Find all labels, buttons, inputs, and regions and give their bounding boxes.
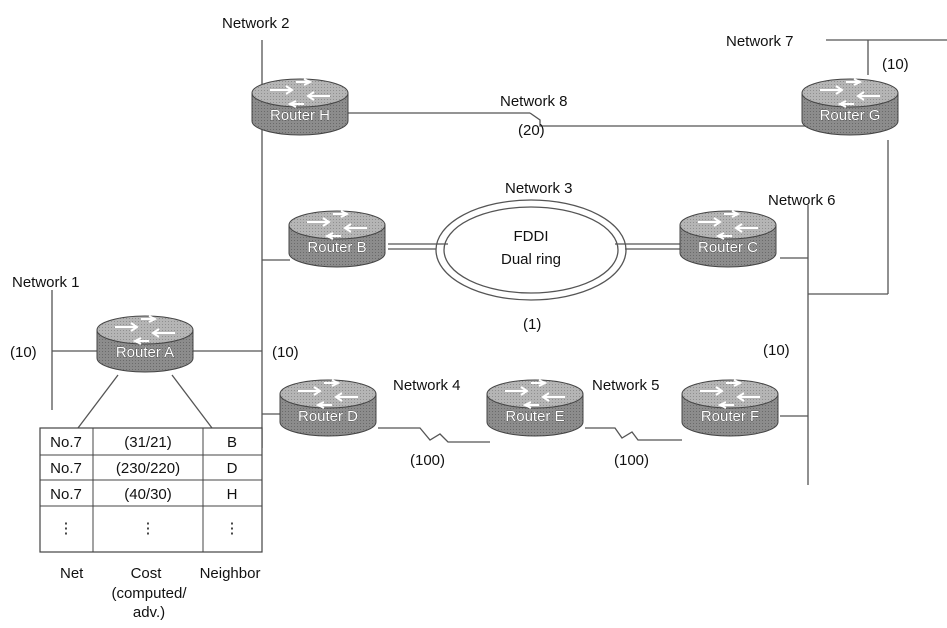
router-arrows-icon bbox=[700, 379, 760, 409]
table-cell: H bbox=[227, 486, 238, 503]
router-b: Router B bbox=[288, 210, 386, 268]
router-arrows-icon bbox=[270, 78, 330, 108]
table-cell: (230/220) bbox=[116, 460, 180, 477]
table-cell: ⋮ bbox=[59, 520, 74, 537]
network-1-label: Network 1 bbox=[12, 274, 80, 291]
table-cell: No.7 bbox=[50, 434, 82, 451]
links bbox=[51, 39, 947, 485]
router-h: Router H bbox=[251, 78, 349, 136]
router-arrows-icon bbox=[505, 379, 565, 409]
table-cell: (31/21) bbox=[124, 434, 172, 451]
router-top bbox=[679, 210, 777, 240]
router-arrows-icon bbox=[298, 379, 358, 409]
network-8-serial bbox=[529, 112, 550, 127]
router-arrows-icon bbox=[307, 210, 367, 240]
router-h-label: Router H bbox=[270, 107, 330, 124]
table-header-cost: Cost bbox=[131, 565, 163, 582]
cost-network-1: (10) bbox=[10, 344, 37, 361]
router-d: Router D bbox=[279, 379, 377, 437]
cost-network-5: (100) bbox=[614, 452, 649, 469]
router-arrows-icon bbox=[820, 78, 880, 108]
network-7-label: Network 7 bbox=[726, 33, 794, 50]
router-top bbox=[681, 379, 779, 409]
router-arrows-icon bbox=[115, 315, 175, 345]
router-top bbox=[251, 78, 349, 108]
table-header-neighbor: Neighbor bbox=[200, 565, 261, 582]
a-to-table-right bbox=[171, 374, 213, 429]
table-border bbox=[39, 427, 263, 553]
fddi-inner-ring bbox=[443, 206, 619, 294]
router-a-label: Router A bbox=[116, 344, 174, 361]
router-c: Router C bbox=[679, 210, 777, 268]
router-c-label: Router C bbox=[698, 239, 758, 256]
table-header-net: Net bbox=[60, 565, 84, 582]
table-cell: D bbox=[227, 460, 238, 477]
network-3-label: Network 3 bbox=[505, 180, 573, 197]
router-b-label: Router B bbox=[307, 239, 366, 256]
cost-network-3: (1) bbox=[523, 316, 541, 333]
routers: Router H Router G Router B Router C Router A… bbox=[96, 78, 899, 437]
router-f: Router F bbox=[681, 379, 779, 437]
network-6-label: Network 6 bbox=[768, 192, 836, 209]
table-cell: ⋮ bbox=[225, 520, 240, 537]
router-top bbox=[801, 78, 899, 108]
router-g: Router G bbox=[801, 78, 899, 136]
network-5-label: Network 5 bbox=[592, 377, 660, 394]
router-e-label: Router E bbox=[505, 408, 564, 425]
fddi-outer-ring bbox=[435, 199, 627, 301]
router-arrows-icon bbox=[698, 210, 758, 240]
cost-labels: (10) (20) (1) (10) (10) (10) (100) (100) bbox=[10, 56, 909, 469]
network-4-label: Network 4 bbox=[393, 377, 461, 394]
fddi-label-2: Dual ring bbox=[501, 251, 561, 268]
cost-network-7: (10) bbox=[882, 56, 909, 73]
router-top bbox=[288, 210, 386, 240]
network-5-serial bbox=[585, 427, 682, 441]
router-a: Router A bbox=[96, 315, 194, 373]
router-e: Router E bbox=[486, 379, 584, 437]
table-cell: No.7 bbox=[50, 486, 82, 503]
table-header-cost-sub1: (computed/ bbox=[111, 585, 187, 602]
router-top bbox=[486, 379, 584, 409]
network-labels: Network 2 Network 7 Network 8 Network 3 … bbox=[12, 15, 836, 394]
network-8-label: Network 8 bbox=[500, 93, 568, 110]
cost-network-6: (10) bbox=[763, 342, 790, 359]
router-d-label: Router D bbox=[298, 408, 358, 425]
routing-table: No.7 (31/21) B No.7 (230/220) D No.7 (40/30) H ⋮ ⋮… bbox=[39, 427, 263, 621]
table-header-cost-sub2: adv.) bbox=[133, 604, 165, 621]
router-top bbox=[279, 379, 377, 409]
router-f-label: Router F bbox=[701, 408, 759, 425]
fddi-ring: FDDI Dual ring bbox=[435, 199, 627, 301]
router-g-label: Router G bbox=[820, 107, 881, 124]
fddi-label-1: FDDI bbox=[514, 228, 549, 245]
table-cell: (40/30) bbox=[124, 486, 172, 503]
cost-network-2: (10) bbox=[272, 344, 299, 361]
cost-network-4: (100) bbox=[410, 452, 445, 469]
a-to-table-left bbox=[77, 374, 119, 429]
network-2-label: Network 2 bbox=[222, 15, 290, 32]
table-cell: ⋮ bbox=[141, 520, 156, 537]
network-4-serial bbox=[378, 427, 490, 443]
table-cell: No.7 bbox=[50, 460, 82, 477]
table-cell: B bbox=[227, 434, 237, 451]
router-top bbox=[96, 315, 194, 345]
cost-network-8: (20) bbox=[518, 122, 545, 139]
table-cells: No.7 (31/21) B No.7 (230/220) D No.7 (40/30) H ⋮ ⋮… bbox=[50, 434, 239, 537]
